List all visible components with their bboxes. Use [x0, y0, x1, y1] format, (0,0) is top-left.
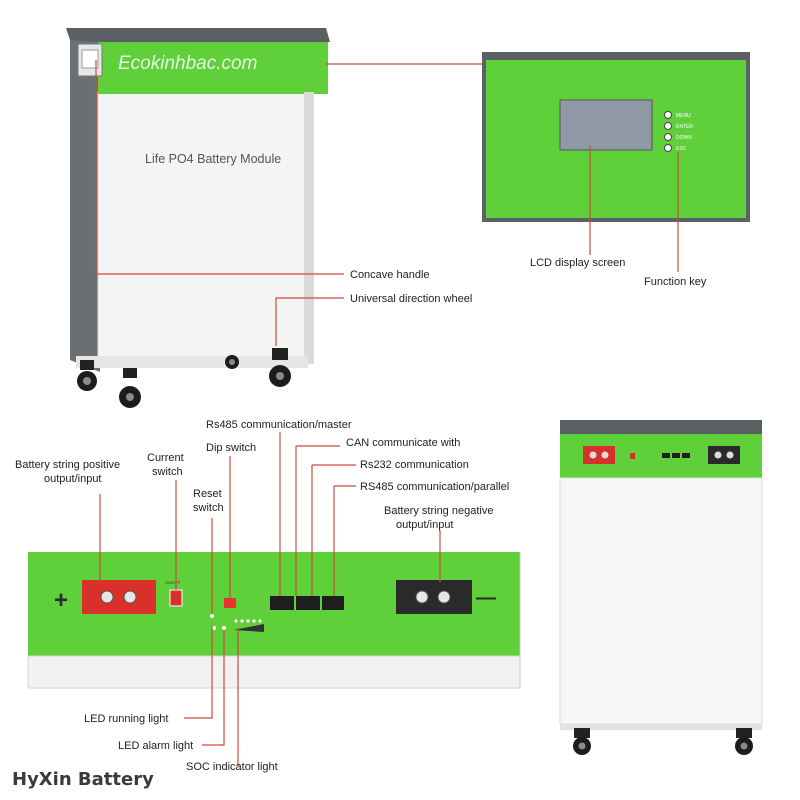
battery-module-angled: Life PO4 Battery Module Ecokinhbac.com	[66, 28, 330, 408]
callouts-top-right	[589, 146, 679, 272]
module-green-band	[98, 40, 328, 94]
callout-led-alarm	[202, 630, 225, 746]
callout-led-running	[184, 626, 213, 719]
soc-indicator-lights	[234, 619, 264, 632]
rs232-port	[306, 596, 320, 610]
key-label-esc: ESC	[676, 146, 687, 152]
module-side-panel	[70, 30, 100, 372]
callouts-top-left	[95, 60, 484, 346]
menu-key-icon	[664, 111, 672, 119]
watermark: Ecokinhbac.com	[118, 53, 257, 74]
down-key-icon	[664, 133, 672, 141]
minus-sign: —	[476, 587, 496, 609]
control-panel: MENU ENTER DOWN ESC	[482, 52, 750, 222]
callouts-bottom-left	[99, 432, 441, 766]
can-port	[296, 596, 306, 610]
label-rs232: Rs232 communication	[360, 459, 469, 471]
callout-concave-handle	[95, 60, 344, 275]
front-white-body	[559, 477, 763, 725]
key-label-menu: MENU	[676, 113, 691, 119]
function-keys: MENU ENTER DOWN ESC	[664, 111, 693, 152]
front-positive-terminal	[583, 446, 615, 464]
wheel-front-center	[119, 368, 141, 408]
rs485-master-port	[270, 596, 294, 610]
label-current-line2: switch	[152, 466, 183, 478]
esc-key-icon	[664, 144, 672, 152]
plus-sign: +	[54, 587, 68, 614]
label-negative-line2: output/input	[396, 519, 454, 531]
key-label-enter: ENTER	[676, 124, 693, 130]
wheel-front-right	[269, 348, 291, 387]
brand-label: HyXin Battery	[12, 769, 154, 790]
label-negative-line1: Battery string negative	[384, 505, 493, 517]
led-running-icon	[212, 626, 216, 630]
wheel-front-left	[77, 360, 97, 391]
callout-universal-wheel	[275, 297, 344, 346]
terminal-panel: + ON/OFF —	[27, 552, 521, 689]
label-positive-line2: output/input	[44, 473, 102, 485]
negative-terminal	[396, 580, 472, 614]
module-right-edge	[304, 92, 314, 364]
label-led-alarm: LED alarm light	[118, 740, 193, 752]
rs485-parallel-port	[322, 596, 344, 610]
label-can: CAN communicate with	[346, 437, 460, 449]
label-rs485-parallel: RS485 communication/parallel	[360, 481, 509, 493]
label-concave-handle: Concave handle	[350, 269, 430, 281]
label-reset-line1: Reset	[193, 488, 222, 500]
battery-module-front	[559, 420, 763, 755]
front-negative-terminal	[708, 446, 740, 464]
label-rs485-master: Rs485 communication/master	[206, 419, 352, 431]
front-top-lid	[560, 420, 762, 434]
key-label-down: DOWN	[676, 135, 692, 141]
terminal-panel-lower-body	[27, 655, 521, 689]
module-title: Life PO4 Battery Module	[145, 152, 281, 166]
module-base	[76, 356, 308, 368]
enter-key-icon	[664, 122, 672, 130]
handle-recess	[81, 49, 99, 69]
dip-switch	[224, 598, 236, 608]
current-switch	[169, 589, 183, 607]
on-off-label: ON/OFF	[165, 580, 181, 585]
module-top-lid	[66, 28, 330, 42]
reset-switch-icon	[210, 614, 214, 618]
led-alarm-icon	[222, 626, 226, 630]
label-positive-line1: Battery string positive	[15, 459, 120, 471]
label-universal-wheel: Universal direction wheel	[350, 293, 472, 305]
label-reset-line2: switch	[193, 502, 224, 514]
positive-terminal	[82, 580, 156, 614]
label-soc-light: SOC indicator light	[186, 761, 278, 773]
label-function-key: Function key	[644, 276, 707, 288]
front-right-wheel	[735, 728, 753, 755]
wheel-rear	[225, 355, 239, 369]
label-dip-switch: Dip switch	[206, 442, 256, 454]
label-lcd-screen: LCD display screen	[530, 257, 625, 269]
front-left-wheel	[573, 728, 591, 755]
lcd-display-screen	[559, 99, 653, 151]
label-led-running: LED running light	[84, 713, 168, 725]
label-current-line1: Current	[147, 452, 184, 464]
